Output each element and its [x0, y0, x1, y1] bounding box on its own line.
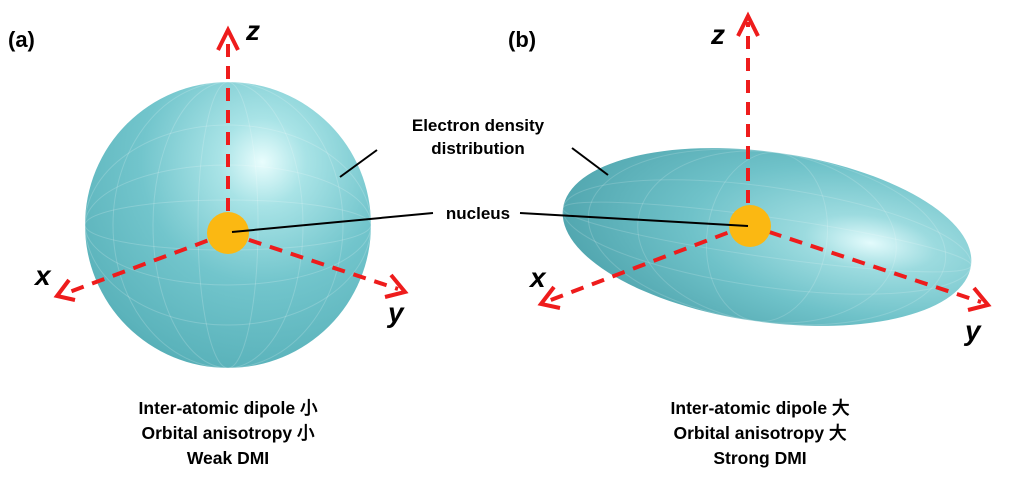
panel-b-label: (b)	[508, 27, 536, 52]
leader-electron-density-b	[571, 147, 609, 176]
caption-b-line-anisotropy: Orbital anisotropy 大	[673, 423, 847, 443]
nucleus-a	[207, 212, 249, 254]
panel-b: (b) z x y	[508, 11, 992, 346]
panel-a: (a) z x y	[8, 15, 409, 369]
caption-a: Inter-atomic dipole 小 Orbital anisotropy…	[113, 396, 343, 471]
leader-nucleus-a	[231, 212, 434, 233]
nucleus-b	[729, 205, 771, 247]
caption-b-line-dmi: Strong DMI	[713, 448, 807, 468]
caption-a-line-anisotropy: Orbital anisotropy 小	[141, 423, 315, 443]
leader-nucleus-b	[519, 212, 749, 227]
z-axis-label-a: z	[245, 15, 260, 46]
x-axis-label-a: x	[33, 260, 52, 291]
panel-a-label: (a)	[8, 27, 35, 52]
leader-electron-density-a	[339, 149, 378, 178]
y-axis-b: y	[747, 223, 992, 346]
x-axis-b: x	[528, 223, 749, 310]
y-axis-label-b: y	[963, 315, 982, 346]
caption-b: Inter-atomic dipole 大 Orbital anisotropy…	[630, 396, 890, 471]
annotation-nucleus: nucleus	[231, 204, 749, 233]
caption-b-line-dipole: Inter-atomic dipole 大	[670, 398, 850, 418]
nucleus-label: nucleus	[446, 204, 510, 223]
y-axis-a: y	[227, 231, 409, 328]
caption-a-line-dipole: Inter-atomic dipole 小	[138, 398, 318, 418]
annotation-electron-density: Electron density distribution	[339, 116, 609, 178]
electron-density-label-line2: distribution	[431, 139, 524, 158]
z-axis-b: z	[710, 11, 760, 225]
z-axis-a: z	[216, 15, 260, 233]
electron-density-label-line1: Electron density	[412, 116, 545, 135]
y-axis-label-a: y	[386, 297, 405, 328]
x-axis-a: x	[33, 231, 229, 302]
caption-a-line-dmi: Weak DMI	[186, 448, 270, 468]
z-axis-label-b: z	[710, 19, 725, 50]
x-axis-label-b: x	[528, 262, 547, 293]
